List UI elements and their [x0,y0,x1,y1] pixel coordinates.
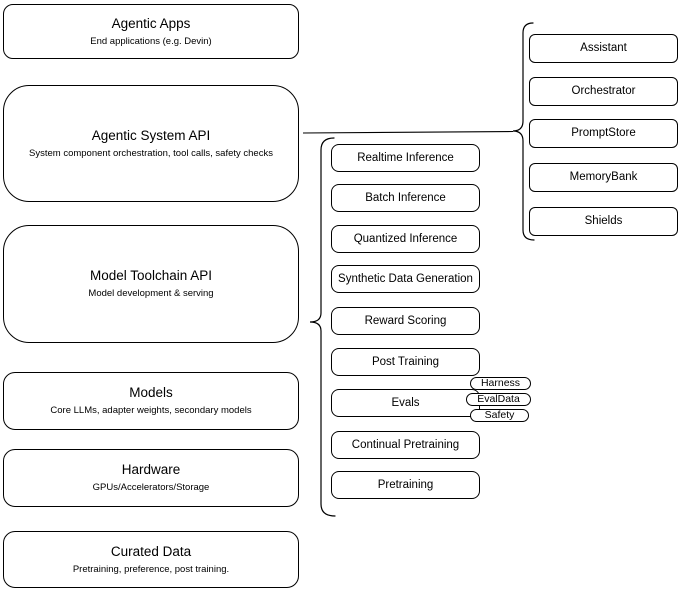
node-agentic-apps: Agentic Apps End applications (e.g. Devi… [3,4,299,59]
node-label: Evals [391,396,420,409]
node-batch-inference: Batch Inference [331,184,480,212]
tag-safety: Safety [470,409,529,422]
node-subtitle: System component orchestration, tool cal… [29,147,273,159]
toolchain-curly-bracket [309,137,336,517]
node-label: Batch Inference [365,191,446,204]
node-label: Quantized Inference [353,232,458,245]
node-title: Models [129,385,173,400]
node-continual-pretraining: Continual Pretraining [331,431,480,459]
node-reward-scoring: Reward Scoring [331,307,480,335]
node-title: Curated Data [110,543,192,559]
tag-label: EvalData [477,393,520,405]
node-subtitle: Core LLMs, adapter weights, secondary mo… [50,405,252,416]
tag-evaldata: EvalData [466,393,531,406]
node-promptstore: PromptStore [529,119,678,148]
node-model-toolchain-api: Model Toolchain API Model development & … [3,225,299,343]
node-realtime-inference: Realtime Inference [331,144,480,172]
node-agentic-system-api: Agentic System API System component orch… [3,85,299,202]
node-label: Post Training [371,355,440,368]
node-title: Hardware [121,462,181,477]
tag-label: Safety [484,409,515,421]
node-memorybank: MemoryBank [529,163,678,192]
node-pretraining: Pretraining [331,471,480,499]
node-hardware: Hardware GPUs/Accelerators/Storage [3,449,299,507]
node-curated-data: Curated Data Pretraining, preference, po… [3,531,299,588]
node-subtitle: End applications (e.g. Devin) [90,35,212,47]
node-subtitle: Model development & serving [88,288,214,299]
node-evals: Evals [331,389,480,417]
node-orchestrator: Orchestrator [529,77,678,106]
tag-label: Harness [480,377,521,389]
node-label: Synthetic Data Generation [338,272,473,285]
node-label: MemoryBank [569,171,638,183]
node-label: Pretraining [377,478,434,491]
node-label: Orchestrator [571,85,636,97]
node-label: Realtime Inference [357,151,454,164]
node-label: Assistant [580,42,627,54]
components-curly-bracket [512,22,535,241]
node-subtitle: GPUs/Accelerators/Storage [92,482,210,493]
node-synthetic-data-generation: Synthetic Data Generation [331,265,480,293]
node-label: Shields [584,215,623,227]
tag-harness: Harness [470,377,531,390]
node-label: PromptStore [571,127,636,139]
node-label: Reward Scoring [364,314,447,327]
node-models: Models Core LLMs, adapter weights, secon… [3,372,299,430]
api-to-components-connector-line [302,130,514,134]
node-post-training: Post Training [331,348,480,376]
node-subtitle: Pretraining, preference, post training. [72,563,230,575]
node-title: Agentic Apps [111,15,191,31]
node-quantized-inference: Quantized Inference [331,225,480,253]
node-title: Model Toolchain API [89,268,213,283]
node-title: Agentic System API [91,127,211,143]
node-shields: Shields [529,207,678,236]
node-label: Continual Pretraining [351,438,460,451]
node-assistant: Assistant [529,34,678,63]
